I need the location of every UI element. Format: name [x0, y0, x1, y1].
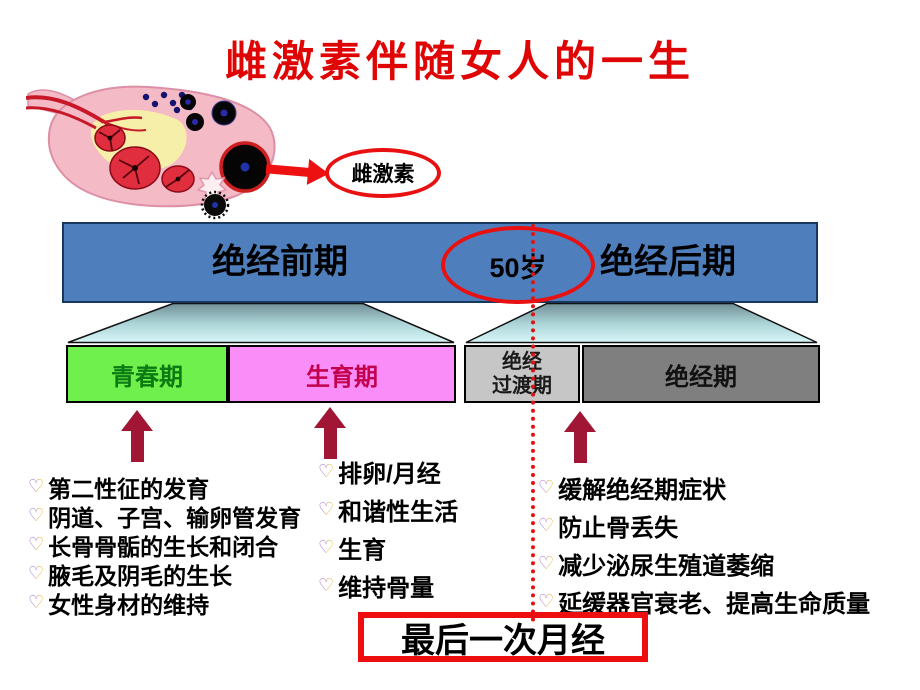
postmenopause-label: 绝经后期	[600, 243, 736, 281]
up-arrow-puberty-icon	[121, 410, 153, 462]
stage-label-puberty: 青春期	[111, 363, 183, 391]
heart-bullet-icon: ♡	[538, 514, 555, 535]
estrogen-label: 雌激素	[351, 163, 415, 186]
benefit-text: 缓解绝经期症状	[558, 476, 727, 504]
heart-bullet-icon: ♡	[318, 498, 335, 519]
stage-bar-menopause: 绝经期	[582, 345, 820, 403]
stage-bar-puberty: 青春期	[66, 345, 228, 403]
benefit-text: 生育	[338, 536, 387, 564]
benefit-text: 第二性征的发育	[48, 475, 210, 502]
up-arrow-reproductive-icon	[314, 407, 346, 459]
last-menses-box: 最后一次月经	[358, 612, 648, 662]
heart-bullet-icon: ♡	[28, 505, 45, 525]
heart-bullet-icon: ♡	[538, 552, 555, 573]
heart-bullet-icon: ♡	[318, 460, 335, 481]
stage-label-transition-line2: 过渡期	[492, 375, 552, 397]
list-item: ♡ 维持骨量	[318, 566, 458, 604]
heart-bullet-icon: ♡	[28, 476, 45, 496]
funnel-trapezoids	[67, 302, 818, 344]
list-item: ♡ 长骨骨骺的生长和闭合	[28, 530, 301, 560]
age-50-label: 50岁	[489, 252, 547, 283]
benefit-text: 防止骨丢失	[558, 514, 679, 542]
list-item: ♡ 第二性征的发育	[28, 472, 301, 502]
benefit-text: 排卵/月经	[338, 460, 441, 488]
premenopause-label: 绝经前期	[212, 243, 348, 281]
stage-bar-transition: 绝经 过渡期	[464, 345, 580, 403]
benefit-text: 减少泌尿生殖道萎缩	[558, 552, 775, 580]
list-item: ♡ 缓解绝经期症状	[538, 468, 870, 506]
list-item: ♡ 和谐性生活	[318, 490, 458, 528]
list-item: ♡ 防止骨丢失	[538, 506, 870, 544]
heart-bullet-icon: ♡	[28, 592, 45, 612]
estrogen-arrow-icon	[265, 155, 331, 187]
estrogen-label-ellipse: 雌激素	[325, 148, 441, 198]
stage-label-menopause: 绝经期	[665, 363, 737, 391]
age-axis-bar: 绝经前期 绝经后期	[62, 222, 818, 303]
menopause-dotted-line	[531, 224, 535, 622]
ovary-illustration-icon	[26, 85, 276, 220]
list-item: ♡ 女性身材的维持	[28, 588, 301, 618]
stage-label-transition-line1: 绝经	[502, 351, 542, 373]
heart-bullet-icon: ♡	[318, 574, 335, 595]
last-menses-label: 最后一次月经	[401, 621, 605, 660]
up-arrow-menopause-icon	[564, 411, 596, 463]
list-item: ♡ 减少泌尿生殖道萎缩	[538, 544, 870, 582]
heart-bullet-icon: ♡	[28, 563, 45, 583]
heart-bullet-icon: ♡	[538, 476, 555, 497]
benefit-text: 长骨骨骺的生长和闭合	[48, 533, 279, 560]
list-item: ♡ 阴道、子宫、输卵管发育	[28, 501, 302, 531]
heart-bullet-icon: ♡	[318, 536, 335, 557]
list-item: ♡ 生育	[318, 528, 458, 566]
list-item: ♡ 排卵/月经	[318, 452, 458, 490]
page-title: 雌激素伴随女人的一生	[224, 38, 695, 85]
benefit-text: 腋毛及阴毛的生长	[48, 562, 233, 589]
benefit-text: 和谐性生活	[338, 498, 459, 526]
benefit-list-reproductive: ♡ 排卵/月经 ♡ 和谐性生活 ♡ 生育 ♡ 维持骨量	[318, 452, 458, 604]
age-50-marker-ellipse: 50岁	[441, 226, 595, 304]
stage-bar-reproductive: 生育期	[228, 345, 456, 403]
benefit-text: 女性身材的维持	[48, 591, 210, 618]
heart-bullet-icon: ♡	[538, 590, 555, 611]
benefit-list-postmenopause: ♡ 缓解绝经期症状 ♡ 防止骨丢失 ♡ 减少泌尿生殖道萎缩 ♡ 延缓器官衰老、提…	[538, 468, 870, 620]
heart-bullet-icon: ♡	[28, 534, 45, 554]
benefit-text: 维持骨量	[338, 574, 435, 602]
list-item: ♡ 腋毛及阴毛的生长	[28, 559, 301, 589]
benefit-list-puberty: ♡ 第二性征的发育 ♡ 阴道、子宫、输卵管发育 ♡ 长骨骨骺的生长和闭合 ♡ 腋…	[28, 472, 302, 618]
benefit-text: 阴道、子宫、输卵管发育	[48, 504, 302, 531]
stage-label-reproductive: 生育期	[306, 363, 378, 391]
